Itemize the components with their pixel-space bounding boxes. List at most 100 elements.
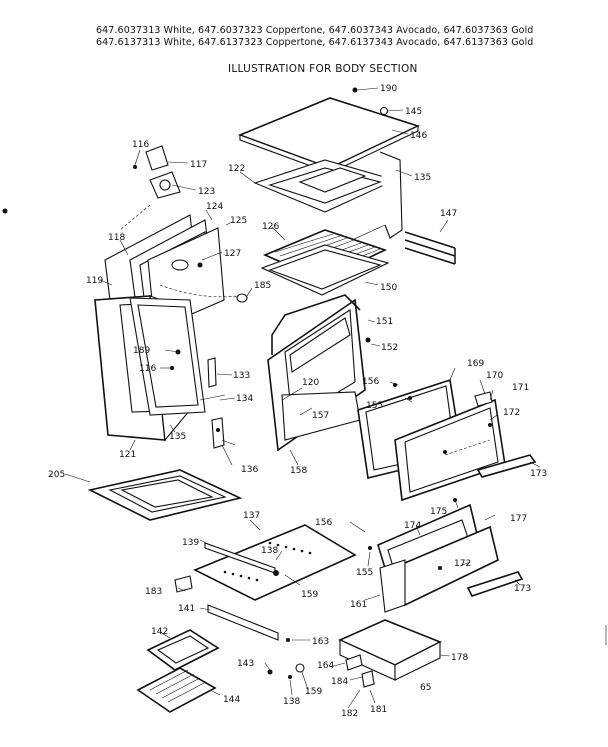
- label-127: 127: [224, 249, 241, 259]
- label-133: 133: [233, 371, 250, 381]
- label-184: 184: [331, 677, 348, 687]
- label-137: 137: [243, 511, 260, 521]
- label-181: 181: [370, 705, 387, 715]
- broiler-panel-177: [379, 525, 499, 613]
- label-190: 190: [380, 84, 397, 94]
- label-118: 118: [108, 233, 125, 243]
- screw-143: [267, 669, 273, 675]
- label-124: 124: [206, 202, 223, 212]
- top-panel-146: [237, 97, 421, 174]
- label-156: 156: [362, 377, 379, 387]
- label-122: 122: [228, 164, 245, 174]
- label-161: 161: [350, 600, 367, 610]
- label-169: 169: [467, 359, 484, 369]
- vent-123: [149, 171, 181, 199]
- label-172: 172: [503, 408, 520, 418]
- side-trim-147: [404, 231, 456, 265]
- oven-bottom-137: [193, 524, 357, 601]
- door-frame-135: [129, 297, 206, 416]
- label-142: 142: [151, 627, 168, 637]
- label-141: 141: [178, 604, 195, 614]
- label-152: 152: [381, 343, 398, 353]
- label-144: 144: [223, 695, 240, 705]
- label-119: 119: [86, 276, 103, 286]
- leader: [199, 394, 226, 401]
- knob-127: [171, 259, 189, 271]
- label-185: 185: [254, 281, 271, 291]
- diagram-title: ILLUSTRATION FOR BODY SECTION: [228, 63, 418, 75]
- handle-173b: [466, 571, 524, 597]
- label-143: 143: [237, 659, 254, 669]
- label-205: 205: [48, 470, 65, 480]
- label-189: 189: [133, 346, 150, 356]
- label-117: 117: [190, 160, 207, 170]
- bracket-164: [345, 654, 363, 671]
- screw-159: [273, 570, 279, 576]
- label-139: 139: [182, 538, 199, 548]
- screw-138: [288, 675, 292, 679]
- label-121: 121: [119, 450, 136, 460]
- inner-door-171: [394, 398, 506, 502]
- oven-door-frame-158: [267, 294, 366, 452]
- broiler-drawer-178: [338, 619, 442, 681]
- label-116b: 116: [139, 364, 156, 374]
- label-138: 138: [261, 546, 278, 556]
- screw-127: [197, 262, 203, 268]
- part-labels: 190 145 146 116 117 122 135 123 124 125 …: [48, 84, 547, 719]
- label-173: 173: [530, 469, 547, 479]
- plug-185: [236, 293, 248, 303]
- label-126: 126: [262, 222, 279, 232]
- rail-141: [207, 604, 279, 641]
- bracket-184: [361, 670, 375, 688]
- label-155: 155: [366, 401, 383, 411]
- label-138b: 138: [283, 697, 300, 707]
- screw-155: [408, 396, 412, 400]
- label-164: 164: [317, 661, 334, 671]
- label-156b: 156: [315, 518, 332, 528]
- clip-145: [379, 106, 389, 116]
- label-135b: 135: [169, 432, 186, 442]
- knob-159: [295, 663, 305, 673]
- label-134: 134: [236, 394, 253, 404]
- clip-183: [174, 575, 193, 593]
- hinge-136: [211, 417, 236, 449]
- bracket-117: [133, 145, 169, 171]
- leader-dashed: [119, 204, 151, 231]
- label-155b: 155: [356, 568, 373, 578]
- label-125: 125: [230, 216, 247, 226]
- label-147: 147: [440, 209, 457, 219]
- label-145: 145: [405, 107, 422, 117]
- model-line-2: 647.6137313 White, 647.6137323 Copperton…: [96, 37, 534, 48]
- screw-152: [365, 337, 371, 343]
- body-shell-122: [253, 151, 403, 251]
- label-150: 150: [380, 283, 397, 293]
- label-171: 171: [512, 383, 529, 393]
- model-number-header: 647.6037313 White, 647.6037323 Copperton…: [96, 25, 556, 49]
- label-175: 175: [430, 507, 447, 517]
- margin-mark: [2, 208, 8, 214]
- label-159: 159: [301, 590, 318, 600]
- handle-173: [476, 454, 537, 478]
- label-151: 151: [376, 317, 393, 327]
- label-65: 65: [420, 683, 431, 693]
- screw-155b: [368, 546, 372, 550]
- leader-dashed: [159, 284, 239, 298]
- label-146: 146: [410, 131, 427, 141]
- leader-lines: [64, 87, 541, 709]
- broiler-rack-150: [260, 244, 390, 296]
- leader-dashed: [444, 439, 491, 456]
- strip-133: [207, 357, 217, 388]
- model-line-1: 647.6037313 White, 647.6037323 Copperton…: [96, 25, 534, 36]
- label-170: 170: [486, 371, 503, 381]
- label-182: 182: [341, 709, 358, 719]
- screw-190: [352, 87, 358, 93]
- broiler-pan-205: [87, 469, 243, 521]
- label-172b: 172: [454, 559, 471, 569]
- screw-116: [170, 366, 174, 370]
- label-178: 178: [451, 653, 468, 663]
- label-116: 116: [132, 140, 149, 150]
- label-157: 157: [312, 411, 329, 421]
- label-177: 177: [510, 514, 527, 524]
- label-173b: 173: [514, 584, 531, 594]
